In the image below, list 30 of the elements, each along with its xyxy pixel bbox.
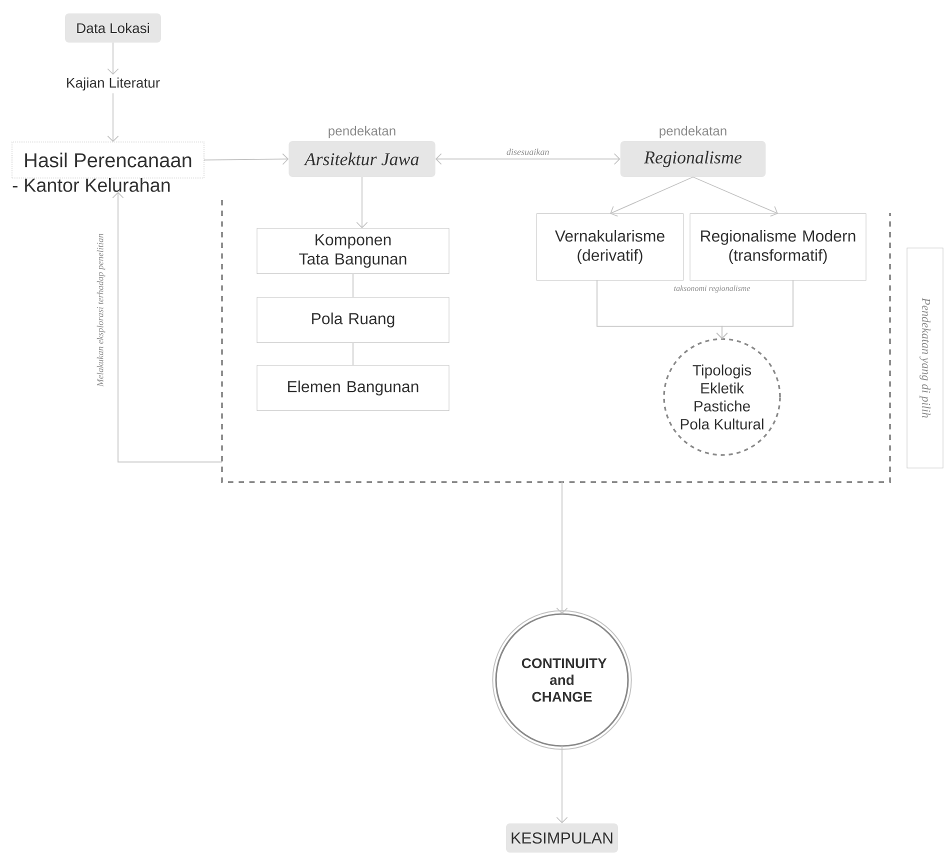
edge-label: Melakukan eksplorasi terhadap penelitian <box>96 232 106 388</box>
arrow <box>610 176 694 217</box>
process-box: Vernakularisme (derivatif) <box>536 213 684 281</box>
process-box: Regionalisme Modern (transformatif) <box>690 213 866 281</box>
approach-box: Arsitektur Jawa <box>288 141 436 177</box>
process-box: Pola Ruang <box>256 297 450 343</box>
beside-text: - Kantor Kelurahan <box>12 178 170 192</box>
step-text: Kajian Literatur <box>67 77 160 91</box>
step-box: KESIMPULAN <box>506 823 618 853</box>
heading-text: pendekatan <box>328 126 396 138</box>
edge-label: disesuaikan <box>505 147 551 156</box>
arrow <box>112 192 222 462</box>
arrow <box>204 153 289 165</box>
dashed-region <box>221 200 891 483</box>
arrow <box>716 280 794 339</box>
note-text: taksonomi regionalisme <box>674 285 750 293</box>
side-note-box: Pendekatan yang di pilih <box>906 248 944 468</box>
arrow <box>356 176 368 228</box>
arrow <box>556 481 568 614</box>
result-box: Hasil Perencanaan <box>12 142 204 178</box>
approach-box: Regionalisme <box>620 141 766 177</box>
arrow <box>107 42 119 75</box>
arrow <box>556 746 568 824</box>
process-box: Komponen Tata Bangunan <box>256 228 450 274</box>
heading-text: pendekatan <box>660 126 726 138</box>
process-box: Elemen Bangunan <box>256 365 450 411</box>
arrow <box>692 176 778 217</box>
arrow <box>435 153 620 165</box>
step-box: Data Lokasi <box>65 13 161 43</box>
arrow <box>107 92 119 142</box>
